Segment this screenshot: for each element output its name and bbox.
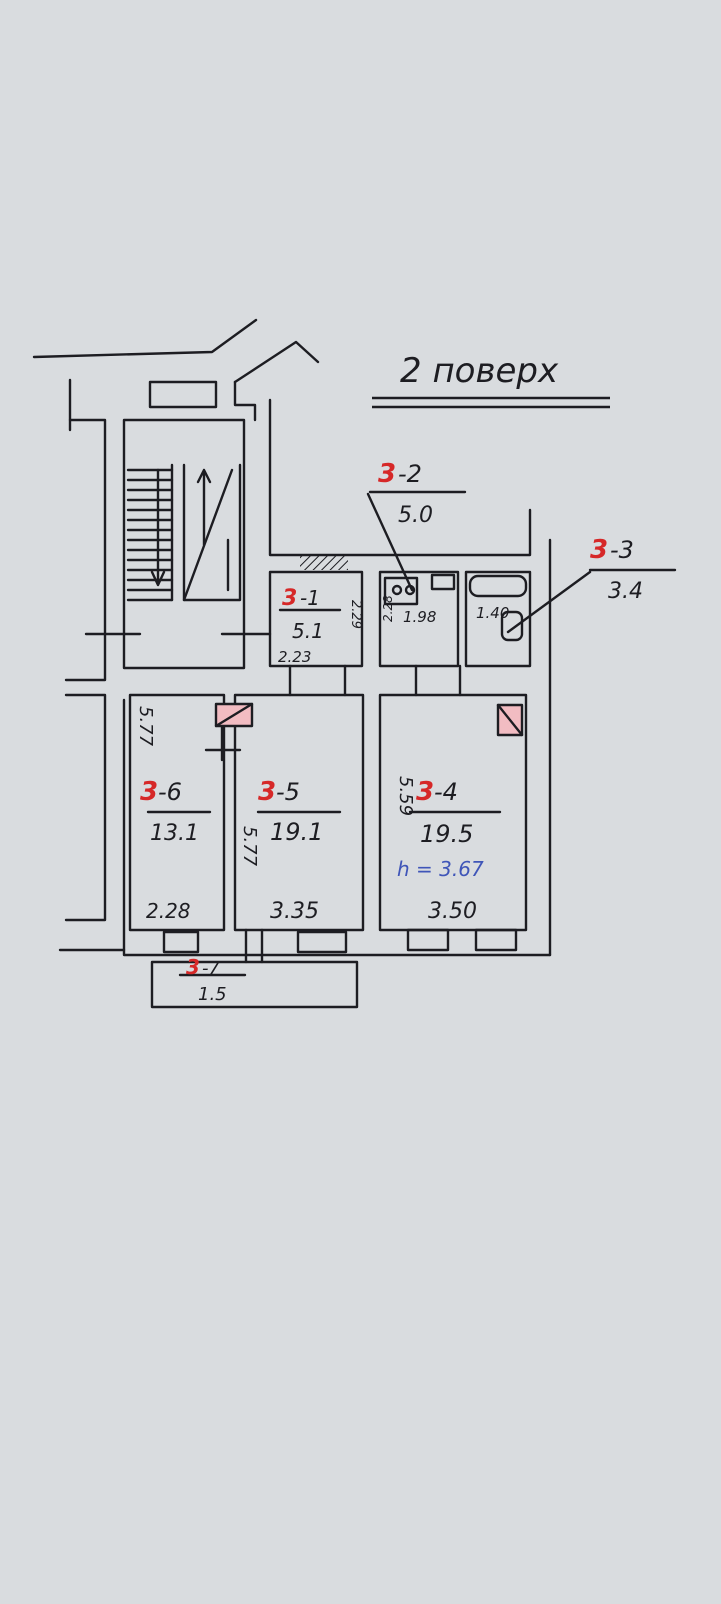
room-3-2-number: 3 (378, 459, 396, 489)
floor-title: 2 поверх (400, 351, 559, 391)
room-3-4-width: 3.50 (428, 899, 477, 924)
room-3-1-width: 2.23 (278, 648, 311, 666)
room-3-1-suffix: -1 (300, 586, 320, 610)
room-3-3-suffix: -3 (610, 536, 634, 564)
room-3-3: 3 -3 3.4 1.40 (476, 535, 643, 622)
room-3-1-area: 5.1 (292, 619, 324, 643)
room-3-2-inner: 1.98 (403, 608, 436, 626)
room-3-6-number: 3 (140, 777, 158, 807)
room-3-6-suffix: -6 (158, 778, 182, 806)
room-3-4-height: h = 3.67 (397, 857, 484, 881)
room-3-7: 3 -7 1.5 (186, 955, 227, 1005)
room-3-7-area: 1.5 (198, 984, 227, 1005)
room-3-3-area: 3.4 (608, 579, 643, 604)
room-3-2: 3 -2 5.0 1.98 2.28 (378, 459, 436, 626)
room-3-5-width: 3.35 (270, 899, 319, 924)
room-3-2-suffix: -2 (398, 460, 422, 488)
room-3-6: 3 -6 13.1 2.28 5.77 (135, 706, 199, 923)
room-3-4-length: 5.59 (395, 776, 416, 816)
room-3-3-inner: 1.40 (476, 604, 509, 622)
room-3-7-suffix: -7 (202, 958, 220, 979)
room-3-1: 3 -1 5.1 2.23 2.29 (278, 586, 363, 666)
room-3-4-number: 3 (416, 777, 434, 807)
room-3-4-area: 19.5 (420, 820, 473, 848)
room-3-4-suffix: -4 (434, 778, 458, 806)
room-3-5-area: 19.1 (270, 818, 323, 846)
room-3-5-length: 5.77 (239, 826, 260, 867)
room-3-1-length: 2.29 (348, 600, 363, 629)
room-3-7-number: 3 (186, 955, 200, 979)
room-3-5: 3 -5 19.1 3.35 5.77 (239, 777, 323, 924)
room-3-4: 3 -4 19.5 h = 3.67 3.50 5.59 (395, 776, 484, 924)
room-3-3-number: 3 (590, 535, 608, 565)
room-3-5-suffix: -5 (276, 778, 300, 806)
room-3-2-area: 5.0 (398, 503, 433, 528)
room-3-1-number: 3 (282, 586, 297, 611)
room-3-6-length: 5.77 (135, 706, 156, 747)
room-3-5-number: 3 (258, 777, 276, 807)
room-3-6-area: 13.1 (150, 821, 199, 846)
walls (32, 318, 677, 1009)
room-3-6-width: 2.28 (146, 899, 191, 923)
room-3-2-side: 2.28 (381, 595, 395, 622)
